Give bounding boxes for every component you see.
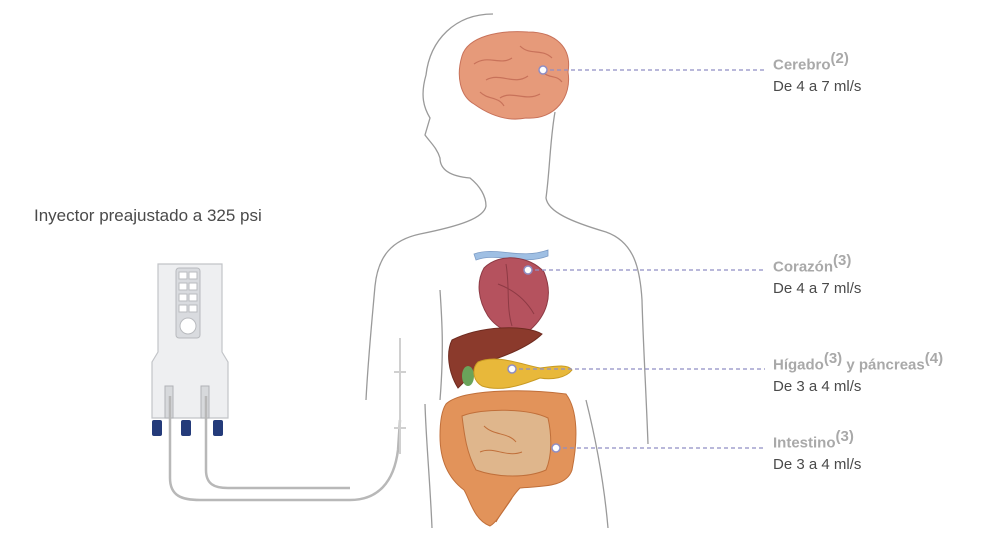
organ-rate-liver-pancreas: De 3 a 4 ml/s <box>773 376 943 398</box>
heart-illustration <box>474 250 548 333</box>
organ-label-heart: Corazón(3) De 4 a 7 ml/s <box>773 250 861 300</box>
injector-caption: Inyector preajustado a 325 psi <box>34 206 262 226</box>
organ-label-intestine: Intestino(3) De 3 a 4 ml/s <box>773 426 861 476</box>
leader-lines <box>512 70 765 448</box>
leader-dot-brain <box>539 66 547 74</box>
intestine-illustration <box>440 391 576 526</box>
organ-rate-heart: De 4 a 7 ml/s <box>773 278 861 300</box>
organ-name-pancreas: y páncreas <box>842 356 925 373</box>
organ-label-brain: Cerebro(2) De 4 a 7 ml/s <box>773 48 861 98</box>
organ-label-liver-pancreas: Hígado(3) y páncreas(4) De 3 a 4 ml/s <box>773 348 943 398</box>
brain-illustration <box>459 32 568 119</box>
catheter-line <box>394 338 406 454</box>
leader-dot-heart <box>524 266 532 274</box>
organ-ref-heart: (3) <box>833 252 851 269</box>
organ-rate-brain: De 4 a 7 ml/s <box>773 76 861 98</box>
organ-name-liver: Hígado <box>773 356 824 373</box>
pancreas-illustration <box>474 359 572 388</box>
leader-dot-intestine <box>552 444 560 452</box>
organ-ref-pancreas: (4) <box>925 350 943 367</box>
organ-rate-intestine: De 3 a 4 ml/s <box>773 454 861 476</box>
organ-name-brain: Cerebro <box>773 56 831 73</box>
organ-ref-liver: (3) <box>824 350 842 367</box>
leader-dot-liver-pancreas <box>508 365 516 373</box>
injector-device <box>152 264 228 436</box>
organ-name-intestine: Intestino <box>773 434 836 451</box>
organ-ref-intestine: (3) <box>836 428 854 445</box>
organ-ref-brain: (2) <box>831 50 849 67</box>
organ-name-heart: Corazón <box>773 258 833 275</box>
